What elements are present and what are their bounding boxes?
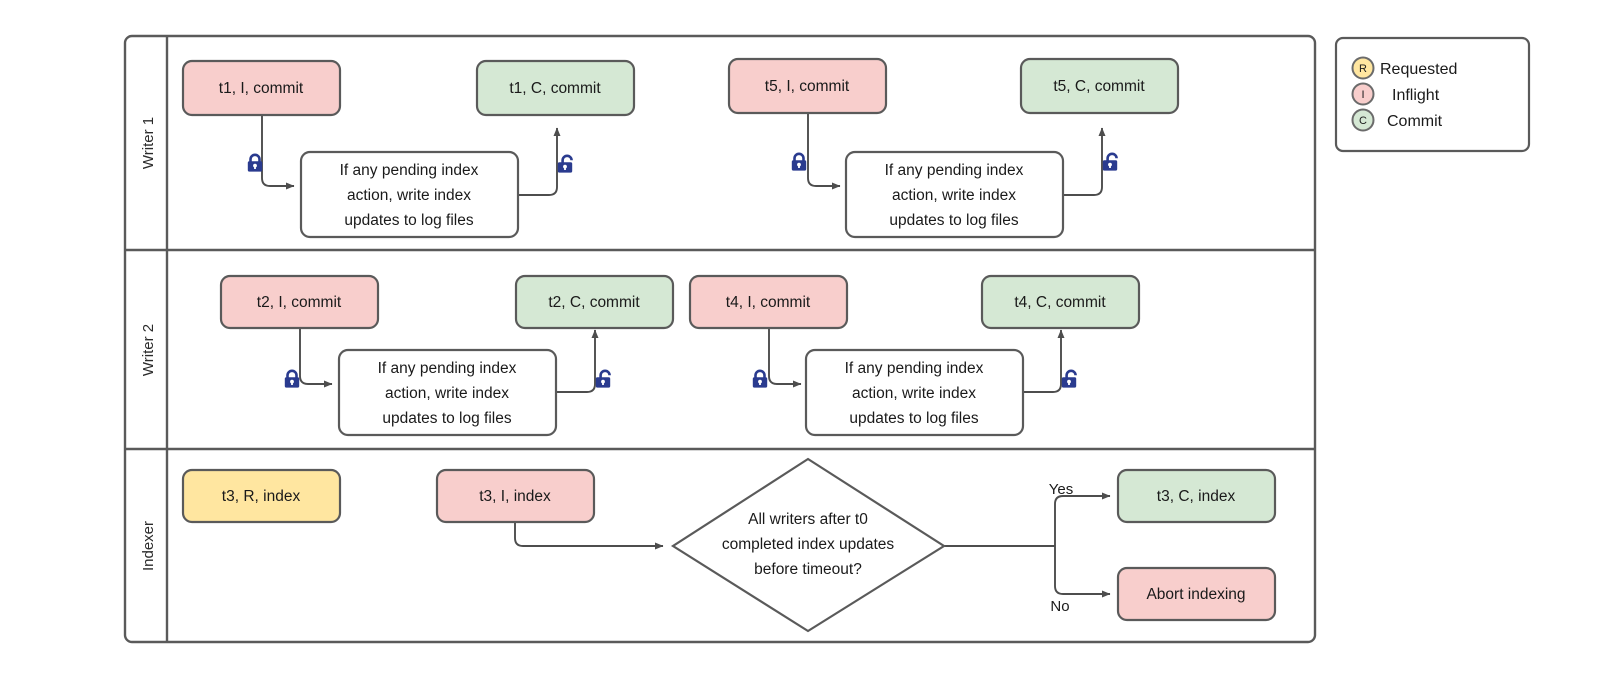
edge-decision-yes (1054, 492, 1111, 546)
edge-w1-proc-to-t1c (519, 127, 561, 196)
decision-line: before timeout? (754, 561, 862, 578)
lane-label-writer-1: Writer 1 (140, 117, 157, 169)
edge-w1-proc-to-t5c (1064, 127, 1106, 196)
process-line: updates to log files (382, 410, 512, 427)
edge-w2-t4i-to-proc (768, 328, 802, 388)
legend-item-requested: R Requested (1351, 56, 1457, 80)
node-ix-t3-commit[interactable]: t3, C, index (1116, 468, 1277, 524)
legend-item-inflight: I Inflight (1351, 82, 1440, 106)
process-line: action, write index (347, 187, 471, 204)
node-label: t3, R, index (222, 488, 301, 505)
node-label: t1, C, commit (509, 80, 601, 97)
lane-header-writer-2: Writer 2 (140, 324, 157, 376)
node-w1-t1-commit[interactable]: t1, C, commit (475, 59, 636, 117)
lane-header-indexer: Indexer (140, 521, 157, 571)
node-ix-t3-inflight[interactable]: t3, I, index (435, 468, 596, 524)
process-line: updates to log files (849, 410, 979, 427)
edge-w1-t5i-to-proc (807, 113, 841, 190)
node-ix-abort[interactable]: Abort indexing (1116, 566, 1277, 622)
legend-label: Commit (1387, 113, 1443, 130)
legend-item-commit: C Commit (1351, 108, 1443, 132)
decision-line: All writers after t0 (748, 511, 868, 528)
indexer-edges: Yes No (514, 481, 1111, 615)
process-line: action, write index (892, 187, 1016, 204)
node-label: t2, I, commit (257, 294, 342, 311)
lane-label-writer-2: Writer 2 (140, 324, 157, 376)
process-line: If any pending index (378, 360, 517, 377)
process-line: updates to log files (889, 212, 1019, 229)
node-label: t4, I, commit (726, 294, 811, 311)
node-label: t5, I, commit (765, 78, 850, 95)
process-line: action, write index (852, 385, 976, 402)
process-line: action, write index (385, 385, 509, 402)
node-ix-t3-requested[interactable]: t3, R, index (181, 468, 342, 524)
node-w2-t2-commit[interactable]: t2, C, commit (514, 274, 675, 330)
node-label: t5, C, commit (1053, 78, 1145, 95)
legend-label: Inflight (1392, 87, 1440, 104)
process-line: If any pending index (885, 162, 1024, 179)
edge-w1-t1i-to-proc (261, 115, 295, 190)
decision-node[interactable]: All writers after t0 completed index upd… (670, 457, 947, 633)
node-w2-t4-inflight[interactable]: t4, I, commit (688, 274, 849, 330)
edge-decision-no (1054, 546, 1111, 598)
node-label: t1, I, commit (219, 80, 304, 97)
node-label: Abort indexing (1146, 586, 1245, 603)
process-line: If any pending index (340, 162, 479, 179)
edge-w2-proc-to-t2c (557, 329, 599, 393)
edge-w2-t2i-to-proc (299, 328, 333, 388)
legend-glyph: I (1361, 89, 1364, 101)
writer1-edges (261, 113, 1106, 196)
node-label: t3, I, index (479, 488, 551, 505)
node-w1-t5-commit[interactable]: t5, C, commit (1019, 57, 1180, 115)
lane-header-writer-1: Writer 1 (140, 117, 157, 169)
legend-panel: R Requested I Inflight C Commit (1334, 36, 1531, 153)
process-line: If any pending index (845, 360, 984, 377)
node-w1-t5-inflight[interactable]: t5, I, commit (727, 57, 888, 115)
node-label: t3, C, index (1157, 488, 1236, 505)
node-label: t2, C, commit (548, 294, 640, 311)
legend-glyph: C (1359, 115, 1367, 127)
edge-label-yes: Yes (1049, 481, 1073, 498)
legend-label: Requested (1380, 61, 1457, 78)
edge-label-no: No (1050, 598, 1069, 615)
lane-label-indexer: Indexer (140, 521, 157, 571)
decision-line: completed index updates (722, 536, 895, 553)
node-w1-t1-inflight[interactable]: t1, I, commit (181, 59, 342, 117)
node-label: t4, C, commit (1014, 294, 1106, 311)
edge-t3i-to-decision (514, 522, 664, 550)
process-w2-a[interactable]: If any pending index action, write index… (337, 348, 558, 437)
process-w1-b[interactable]: If any pending index action, write index… (844, 150, 1065, 239)
edge-w2-proc-to-t4c (1024, 329, 1065, 393)
writer2-edges (299, 328, 1065, 393)
process-w2-b[interactable]: If any pending index action, write index… (804, 348, 1025, 437)
legend-glyph: R (1359, 63, 1367, 75)
node-w2-t4-commit[interactable]: t4, C, commit (980, 274, 1141, 330)
process-w1-a[interactable]: If any pending index action, write index… (299, 150, 520, 239)
process-line: updates to log files (344, 212, 474, 229)
node-w2-t2-inflight[interactable]: t2, I, commit (219, 274, 380, 330)
